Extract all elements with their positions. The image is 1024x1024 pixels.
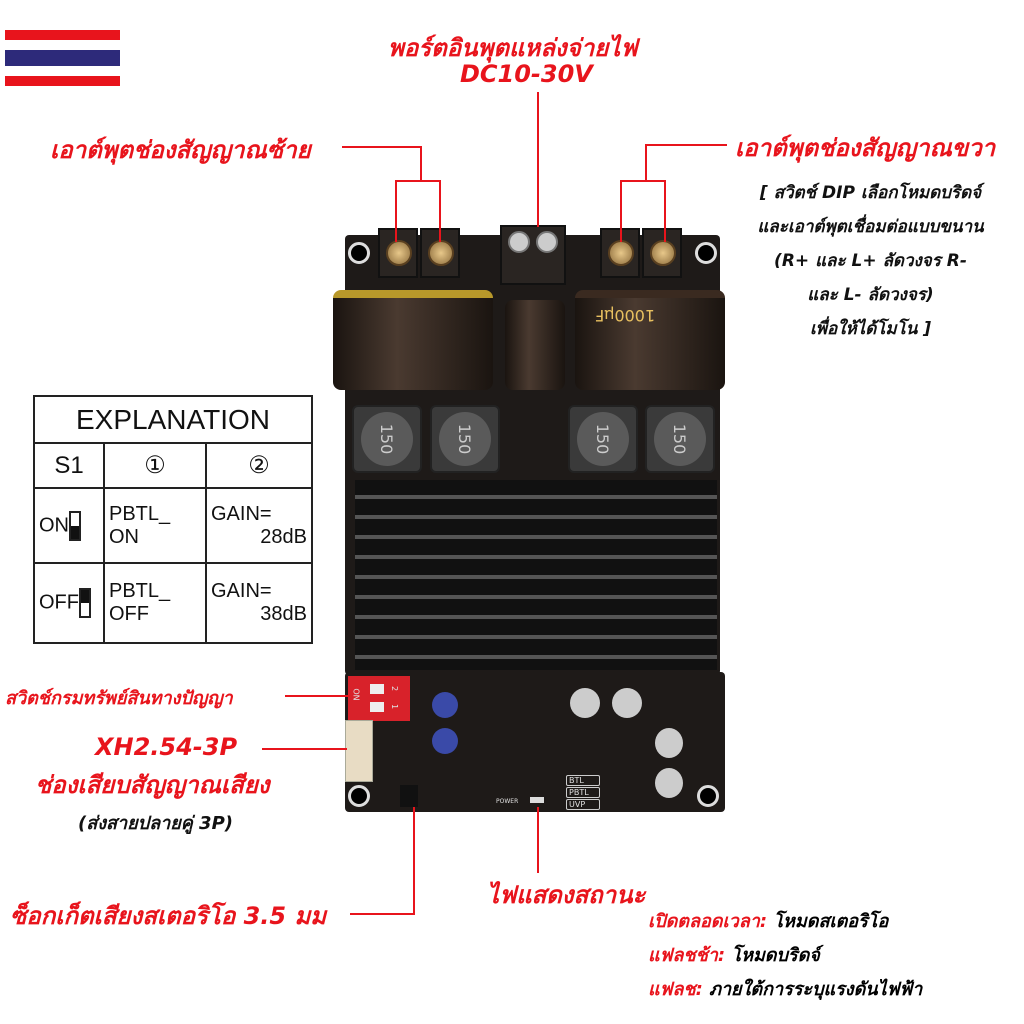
pbtl-mode-mark: PBTL <box>566 787 600 798</box>
left-output-terminal-1 <box>378 228 418 278</box>
header-1: ① <box>103 442 207 489</box>
inductor: 150 <box>645 405 715 473</box>
power-input-label: พอร์ตอินพุตแหล่งจ่ายไฟ <box>388 34 638 62</box>
header-2: ② <box>205 442 313 489</box>
dip-mark-1: 1 <box>390 703 400 710</box>
audio-jack <box>400 785 418 807</box>
status-led-label: ไฟแสดงสถานะ <box>487 881 646 909</box>
right-output-label: เอาต์พุตช่องสัญญาณขวา <box>735 134 996 162</box>
status-led <box>530 797 544 803</box>
explanation-table: EXPLANATION S1 ① ② ON PBTL_ON GAIN=28dB … <box>33 395 313 644</box>
table-row: OFF PBTL_OFF GAIN=38dB <box>33 562 313 644</box>
power-voltage-label: DC10-30V <box>460 60 593 88</box>
right-output-terminal-2 <box>642 228 682 278</box>
inductor: 150 <box>352 405 422 473</box>
capacitor-left <box>333 290 493 390</box>
inductor: 150 <box>430 405 500 473</box>
capacitor-label: 1000μF <box>595 306 656 325</box>
header-s1: S1 <box>33 442 105 489</box>
xh-desc-label: ช่องเสียบสัญญาณเสียง <box>35 771 270 799</box>
table-row: ON PBTL_ON GAIN=28dB <box>33 487 313 564</box>
capacitor-right: 1000μF <box>575 290 725 390</box>
thailand-flag <box>5 30 120 86</box>
uvp-mode-mark: UVP <box>566 799 600 810</box>
xh-connector <box>345 720 373 782</box>
dip-on-mark: ON <box>351 688 361 701</box>
xh-note-label: (ส่งสายปลายคู่ 3P) <box>78 813 234 834</box>
dip-switch[interactable]: ON 2 1 <box>348 676 410 721</box>
power-led-mark: POWER <box>496 798 519 805</box>
inductor: 150 <box>568 405 638 473</box>
jack-label: ซ็อกเก็ตเสียงสเตอริโอ 3.5 มม <box>10 902 327 930</box>
table-title: EXPLANATION <box>33 395 313 444</box>
heatsink <box>355 480 717 670</box>
dip-switch-label: สวิตช์กรมทรัพย์สินทางปัญญา <box>5 688 233 709</box>
left-output-label: เอาต์พุตช่องสัญญาณซ้าย <box>50 136 311 164</box>
xh-connector-label: XH2.54-3P <box>95 733 238 761</box>
led-modes: เปิดตลอดเวลา: โหมดสเตอริโอ แฟลชช้า: โหมด… <box>648 911 923 1000</box>
power-input-terminal <box>500 225 566 285</box>
bridge-note: [ สวิตช์ DIP เลือกโหมดบริดจ์และเอาต์พุตเ… <box>757 183 984 339</box>
dip-mark-2: 2 <box>390 685 400 692</box>
switch-on-icon <box>69 510 81 541</box>
switch-off-icon <box>79 588 91 618</box>
btl-mode-mark: BTL <box>566 775 600 786</box>
